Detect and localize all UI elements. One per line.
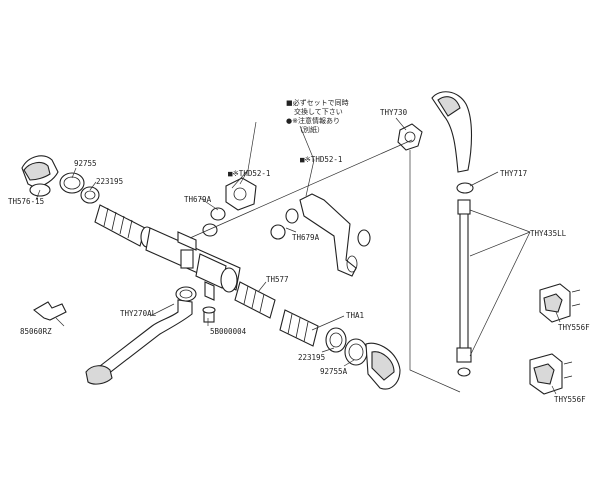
fitting-thy730-drawing [397,123,423,151]
label-th577: TH577 [266,275,289,284]
washer-th679a-left-drawing [202,207,226,237]
label-thy730: THY730 [380,108,408,117]
note-line-4: （別紙） [296,125,324,134]
right-handle-drawing [365,342,401,390]
spout-thy270al-drawing [85,286,197,385]
part-5b000004-drawing [202,306,216,323]
label-thy556f-top: THY556F [558,323,590,332]
label-th576-15: TH576-15 [8,197,44,206]
key-85060rz-drawing [33,301,67,321]
label-thy435ll: THY435LL [530,229,567,238]
bracket-thy556f-top-drawing [539,283,581,323]
ring-92755-drawing [59,172,85,194]
bracket-thy556f-bottom-drawing [529,353,573,395]
washer-th679a-right-drawing [270,208,299,240]
label-tha1: THA1 [346,311,364,320]
label-thy717: THY717 [500,169,527,178]
left-handle-drawing [21,155,59,197]
label-223195-top: 223195 [96,177,123,186]
leader-lines [35,117,561,395]
label-thy556f-bottom: THY556F [554,395,586,404]
label-5b000004: 5B000004 [210,327,247,336]
label-85060rz: 85060RZ [20,327,52,336]
valve-tha1-drawing [279,309,319,347]
thermo-cartridge-drawing [94,204,154,248]
note-line-1: ■必ずセットで同時 [286,98,349,107]
shower-head-thy717-drawing [431,91,474,194]
note-block: ■必ずセットで同時 交換して下さい ●※注意情報あり （別紙） [286,98,349,134]
label-92755: 92755 [74,159,97,168]
label-th679a-left: TH679A [184,195,212,204]
hose-thy435ll-drawing [456,199,472,377]
label-thd52-right: ■※THD52-1 [300,155,342,164]
label-thd52-left: ■※THD52-1 [228,169,270,178]
label-th679a-right: TH679A [292,233,320,242]
label-thy270al: THY270AL [120,309,157,318]
note-line-3: ●※注意情報あり [286,116,340,125]
ring-92755a-drawing [344,338,368,366]
label-223195-bottom: 223195 [298,353,325,362]
cartridge-th577-drawing [234,281,276,319]
elbow-thd52-right-drawing [299,193,371,277]
nut-223195-bottom-drawing [325,327,347,353]
note-line-2: 交換して下さい [294,107,343,116]
label-92755a: 92755A [320,367,348,376]
nut-223195-top-drawing [80,186,100,204]
part-labels: TH576-15 92755 223195 TH679A ■※THD52-1 ■… [8,108,590,404]
faucet-body-drawing [145,227,241,301]
